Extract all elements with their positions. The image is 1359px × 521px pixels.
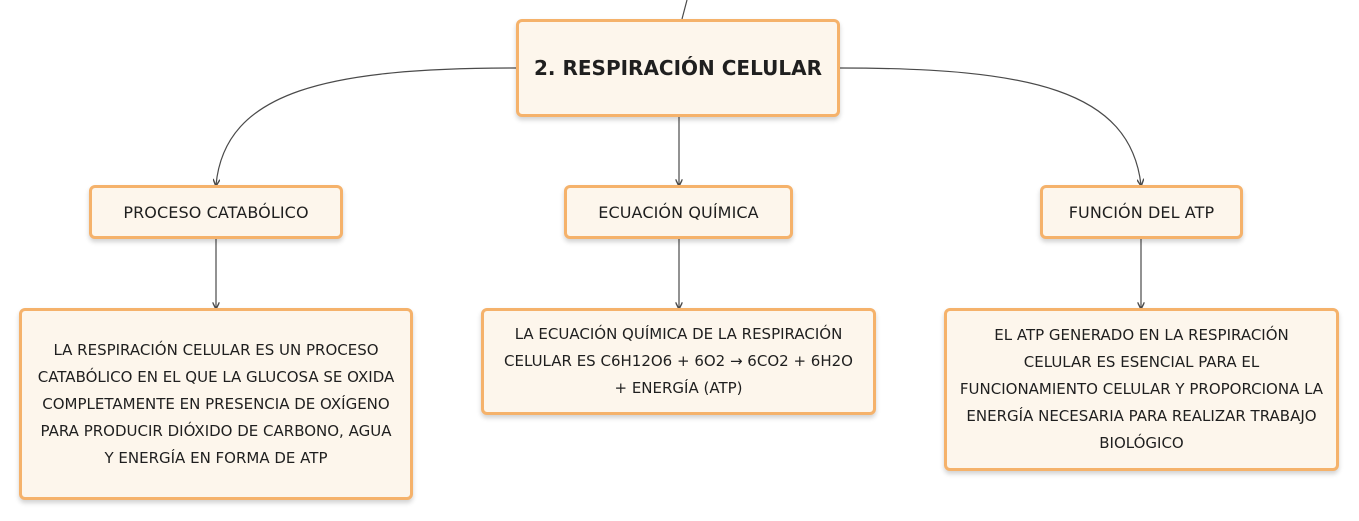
detail-node-text: LA ECUACIÓN QUÍMICA DE LA RESPIRACIÓN CE… (504, 325, 853, 397)
connector-root-to-proceso (216, 67, 517, 185)
root-node[interactable]: 2. RESPIRACIÓN CELULAR (516, 19, 840, 117)
parent-connector (681, 0, 688, 20)
connector-root-to-funcion (839, 67, 1141, 185)
branch-node-proceso-catabolico[interactable]: PROCESO CATABÓLICO (89, 185, 343, 239)
root-node-label: 2. RESPIRACIÓN CELULAR (534, 56, 822, 80)
detail-node-text: EL ATP GENERADO EN LA RESPIRACIÓN CELULA… (959, 326, 1324, 452)
detail-node-proceso-catabolico[interactable]: LA RESPIRACIÓN CELULAR ES UN PROCESO CAT… (19, 308, 413, 500)
branch-node-label: PROCESO CATABÓLICO (123, 202, 309, 222)
detail-node-funcion-del-atp[interactable]: EL ATP GENERADO EN LA RESPIRACIÓN CELULA… (944, 308, 1339, 471)
branch-node-label: FUNCIÓN DEL ATP (1068, 202, 1215, 222)
branch-node-funcion-del-atp[interactable]: FUNCIÓN DEL ATP (1040, 185, 1243, 239)
detail-node-ecuacion-quimica[interactable]: LA ECUACIÓN QUÍMICA DE LA RESPIRACIÓN CE… (481, 308, 876, 415)
branch-node-label: ECUACIÓN QUÍMICA (598, 202, 759, 222)
branch-node-ecuacion-quimica[interactable]: ECUACIÓN QUÍMICA (564, 185, 793, 239)
detail-node-text: LA RESPIRACIÓN CELULAR ES UN PROCESO CAT… (37, 340, 395, 467)
